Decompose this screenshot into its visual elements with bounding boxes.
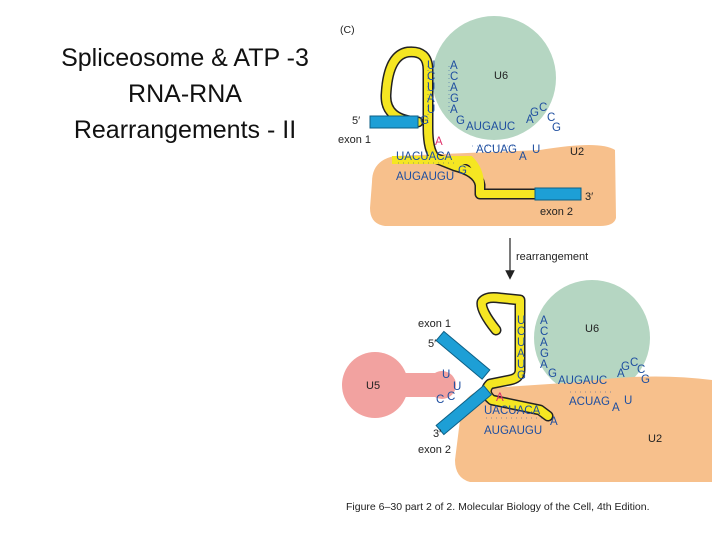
- top-u6-nucleotides: U C U A U G A C A G A G AUGAUC A G C C G: [420, 60, 561, 134]
- bottom-u6-rnt-5: A: [540, 359, 548, 371]
- top-panel: U6 U2 exon 1 5′ exon 2 3′ U C U A U G A …: [338, 16, 616, 226]
- slide-title-line-3: Rearrangements - II: [73, 116, 297, 144]
- top-u6-nt-3: U: [427, 82, 435, 94]
- bottom-u6-loop-2: G: [621, 361, 630, 373]
- top-u6-nt-2: C: [427, 71, 435, 83]
- bottom-u6-rnt-2: C: [540, 326, 548, 338]
- bottom-exon-2: [435, 384, 493, 436]
- rearrangement-label: rearrangement: [516, 251, 588, 263]
- top-u6-loop-3: C: [539, 102, 547, 114]
- top-5prime-label: 5′: [352, 115, 360, 127]
- top-u2-u: U: [532, 144, 540, 156]
- bottom-u6-nt-6: G: [517, 370, 526, 382]
- top-u2-a: A: [519, 151, 527, 163]
- top-u6-right: AUGAUC: [466, 121, 515, 133]
- top-u6-loop-2: G: [530, 107, 539, 119]
- top-u6-nt-1: U: [427, 60, 435, 72]
- bottom-u6-label: U6: [585, 323, 599, 335]
- bottom-u6-nt-2: C: [517, 326, 525, 338]
- bottom-u6-rnt-3: A: [540, 337, 548, 349]
- top-exon-1: [369, 115, 419, 129]
- bottom-u5-u1: U: [442, 369, 450, 381]
- top-intron-g: G: [458, 165, 467, 177]
- bottom-u2-u: U: [624, 395, 632, 407]
- bottom-u5-c2: C: [447, 391, 455, 403]
- top-u6-rnt-5: A: [450, 104, 458, 116]
- bottom-u5-loop: [428, 371, 456, 399]
- bottom-u6-rnt-4: G: [540, 348, 549, 360]
- bottom-u6-nt-4: A: [517, 348, 525, 360]
- top-u6-label: U6: [494, 70, 508, 82]
- top-u6-g: G: [456, 115, 465, 127]
- top-3prime-label: 3′: [585, 191, 593, 203]
- bottom-u2-a: A: [612, 402, 620, 414]
- top-exon2-label: exon 2: [540, 206, 573, 218]
- bottom-5prime-label: 5′: [428, 338, 436, 350]
- bottom-exon2-label: exon 2: [418, 444, 451, 456]
- top-u6-rnt-1: A: [450, 60, 458, 72]
- top-u6-snrna: [432, 16, 556, 140]
- slide-title: Spliceosome & ATP -3 RNA-RNA Rearrangeme…: [0, 40, 370, 148]
- bottom-u6-nucleotides: U C U A U G A C A G A G AUGAUC A G C C G: [517, 315, 650, 387]
- bottom-u5-snrna: [342, 352, 408, 418]
- bottom-exon1-label: exon 1: [418, 318, 451, 330]
- bottom-u6-g: G: [548, 368, 557, 380]
- bottom-u2-label: U2: [648, 433, 662, 445]
- top-u6-rnt-4: G: [450, 93, 459, 105]
- bottom-u6-loop-1: A: [617, 368, 625, 380]
- bottom-3prime-label: 3′: [433, 428, 441, 440]
- top-u6-nt-6: G: [420, 115, 429, 127]
- bottom-u6-loop-3: C: [630, 357, 638, 369]
- top-exon1-label: exon 1: [338, 134, 371, 146]
- bottom-u6-nt-5: U: [517, 359, 525, 371]
- bottom-u5-u2: U: [453, 381, 461, 393]
- top-intron-upper: UACUACA: [396, 151, 453, 163]
- top-u6-nt-5: U: [427, 104, 435, 116]
- bottom-u6-loop-5: G: [641, 374, 650, 386]
- top-exon-2: [534, 187, 582, 201]
- top-u6-rnt-3: A: [450, 82, 458, 94]
- bottom-u6-loop-4: C: [637, 364, 645, 376]
- bottom-u6-nt-1: U: [517, 315, 525, 327]
- panel-label: (C): [340, 24, 355, 36]
- top-u2-upper: ACUAG: [476, 144, 517, 156]
- top-u6-rnt-2: C: [450, 71, 458, 83]
- bottom-u5-c1: C: [436, 394, 444, 406]
- top-u2-snrna: [370, 145, 616, 226]
- slide-title-line-1: Spliceosome & ATP -3: [61, 44, 309, 72]
- bottom-intron-a: A: [550, 416, 558, 428]
- bottom-exon-1: [435, 330, 491, 380]
- bottom-branch-a: A: [496, 392, 504, 404]
- slide-title-line-2: RNA-RNA: [128, 80, 242, 108]
- bottom-intron-upper: UACUACA: [484, 405, 541, 417]
- top-branch-a: A: [435, 136, 443, 148]
- bottom-intron-lower: AUGAUGU: [484, 425, 542, 437]
- bottom-panel: U6 U5 U2 exon 1 5′ exon 2 3′ U C U A U G…: [342, 280, 712, 482]
- figure-caption: Figure 6–30 part 2 of 2. Molecular Biolo…: [346, 501, 650, 513]
- bottom-u6-right: AUGAUC: [558, 375, 607, 387]
- top-u6-nt-4: A: [427, 93, 435, 105]
- bottom-u6-nt-3: U: [517, 337, 525, 349]
- top-u6-loop-1: A: [526, 114, 534, 126]
- bottom-u6-snrna: [534, 280, 650, 396]
- bottom-u2-upper: ACUAG: [569, 396, 610, 408]
- top-u6-loop-5: G: [552, 122, 561, 134]
- top-u6-loop-4: C: [547, 112, 555, 124]
- top-intron-lower: AUGAUGU: [396, 171, 454, 183]
- top-u2-label: U2: [570, 146, 584, 158]
- bottom-u6-rnt-1: A: [540, 315, 548, 327]
- bottom-u5-label: U5: [366, 380, 380, 392]
